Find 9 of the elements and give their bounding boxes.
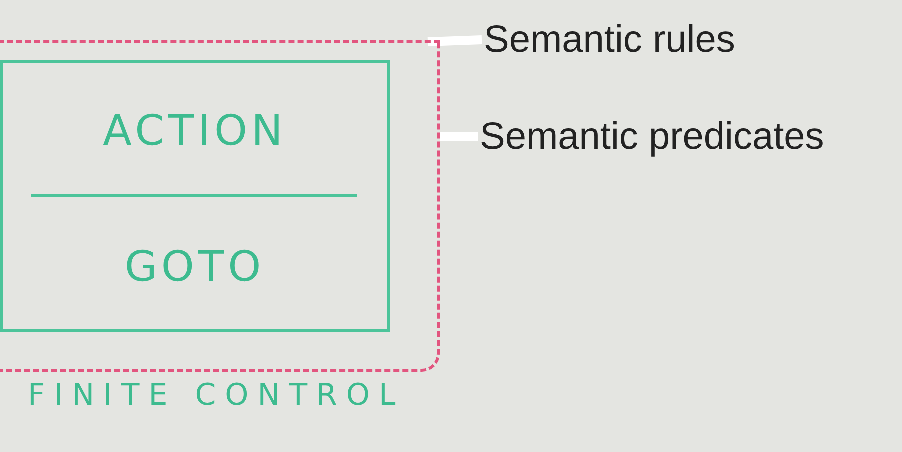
leader-line [428, 36, 482, 46]
dashed-boundary [0, 40, 440, 372]
row-label: GOTO [124, 241, 266, 293]
annotation-text: Semantic predicates [480, 112, 880, 162]
caption-text: FINITE CONTROL [28, 378, 405, 413]
row-label: ACTION [102, 105, 288, 157]
leader-line [440, 132, 478, 142]
control-table [0, 60, 390, 332]
annotation-text: Semantic rules [484, 16, 794, 64]
